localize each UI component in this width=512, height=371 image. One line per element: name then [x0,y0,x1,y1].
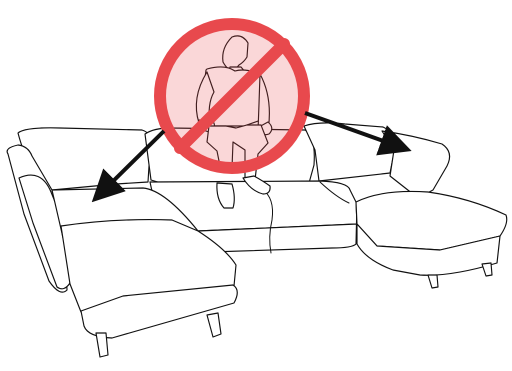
right-chaise [356,191,507,288]
prohibition-sign [160,24,304,168]
